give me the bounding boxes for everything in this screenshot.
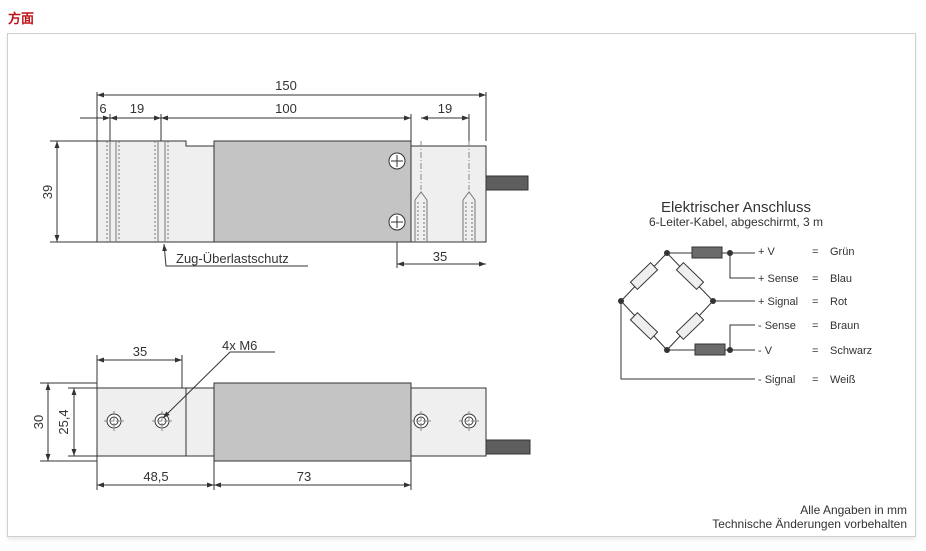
connection-eq: = xyxy=(812,345,818,357)
dim-top-span: 35 xyxy=(133,344,147,359)
connection-signal: + V xyxy=(758,246,775,258)
cable xyxy=(485,439,531,455)
connection-color: Weiß xyxy=(830,374,856,386)
dim-left-mid: 19 xyxy=(130,101,144,116)
dim-height-inner: 25,4 xyxy=(56,409,71,434)
note-changes: Technische Änderungen vorbehalten xyxy=(712,517,907,531)
dim-height: 39 xyxy=(40,185,55,199)
thread-label: 4x M6 xyxy=(222,338,257,353)
connection-color: Grün xyxy=(830,246,854,258)
connection-color: Schwarz xyxy=(830,345,872,357)
top-view-body xyxy=(96,140,529,243)
screw-icon xyxy=(388,152,406,231)
connection-signal: - V xyxy=(758,345,773,357)
page-title: 方面 xyxy=(8,12,35,27)
connection-eq: = xyxy=(812,246,818,258)
electrical-title: Elektrischer Anschluss xyxy=(661,199,811,216)
dim-overall: 150 xyxy=(275,78,297,93)
connection-color: Blau xyxy=(830,273,852,285)
overload-label: Zug-Überlastschutz xyxy=(176,251,289,266)
connection-color: Braun xyxy=(830,320,859,332)
electrical-subtitle: 6-Leiter-Kabel, abgeschirmt, 3 m xyxy=(649,215,823,229)
connection-eq: = xyxy=(812,296,818,308)
connection-color: Rot xyxy=(830,296,847,308)
dim-bottom-left: 48,5 xyxy=(143,469,168,484)
bridge-circuit xyxy=(620,246,755,380)
connection-eq: = xyxy=(812,320,818,332)
connection-signal: - Sense xyxy=(758,320,796,332)
dim-right-bottom: 35 xyxy=(433,249,447,264)
dim-center: 100 xyxy=(275,101,297,116)
dim-bottom-center: 73 xyxy=(297,469,311,484)
note-units: Alle Angaben in mm xyxy=(800,503,907,517)
dim-left-segment: 6 xyxy=(99,101,106,116)
junction-dots xyxy=(618,250,733,353)
dim-height-outer: 30 xyxy=(31,415,46,429)
connection-signal: + Signal xyxy=(758,296,798,308)
connection-eq: = xyxy=(812,273,818,285)
bottom-view-dimensions xyxy=(40,351,412,490)
connection-signal: + Sense xyxy=(758,273,799,285)
cable xyxy=(485,175,529,191)
connection-signal: - Signal xyxy=(758,374,795,386)
top-view-dimensions xyxy=(50,92,487,268)
dim-right-segment: 19 xyxy=(438,101,452,116)
connection-eq: = xyxy=(812,374,818,386)
connection-table: + V = Grün + Sense = Blau + Signal = Rot… xyxy=(758,246,872,386)
